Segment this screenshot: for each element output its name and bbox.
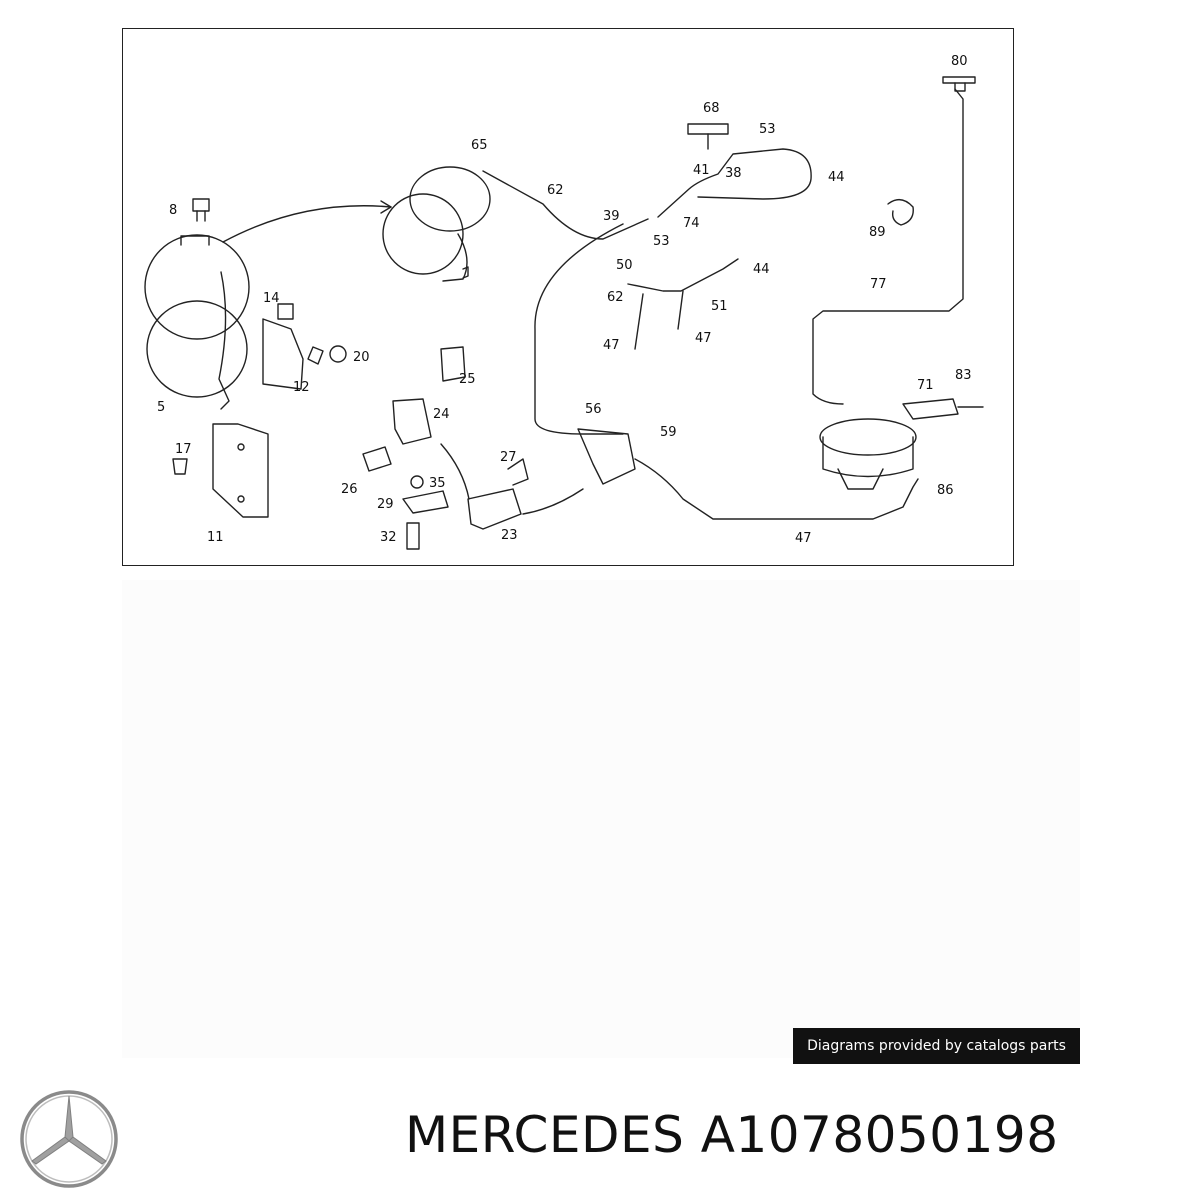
part-label: 47 — [795, 531, 812, 546]
part-labels: 8 5 14 12 20 17 11 65 62 39 53 74 50 68 … — [157, 54, 972, 546]
part-number: A1078050198 — [700, 1106, 1059, 1164]
part-label: 83 — [955, 368, 972, 383]
part-label: 35 — [429, 476, 446, 491]
vacuum-unit — [819, 418, 917, 490]
part-label: 68 — [703, 101, 720, 116]
part-title: MERCEDES A1078050198 — [405, 1110, 1059, 1160]
diagram-lower-area — [122, 580, 1080, 1058]
part-label: 41 — [693, 163, 710, 178]
part-label: 25 — [459, 372, 476, 387]
part-label: 65 — [471, 138, 488, 153]
part-label: 53 — [759, 122, 776, 137]
brand-name: MERCEDES — [405, 1106, 685, 1164]
part-label: 29 — [377, 497, 394, 512]
part-label: 8 — [169, 203, 177, 218]
part-label: 44 — [828, 170, 845, 185]
part-label: 62 — [607, 290, 624, 305]
part-label: 51 — [711, 299, 728, 314]
part-label: 62 — [547, 183, 564, 198]
part-label: 59 — [660, 425, 677, 440]
part-label: 17 — [175, 442, 192, 457]
part-label: 32 — [380, 530, 397, 545]
part-label: 47 — [603, 338, 620, 353]
part-label: 44 — [753, 262, 770, 277]
cap-part — [192, 198, 210, 222]
part-label: 11 — [207, 530, 224, 545]
part-label: 71 — [917, 378, 934, 393]
part-label: 20 — [353, 350, 370, 365]
part-label: 39 — [603, 209, 620, 224]
part-label: 89 — [869, 225, 886, 240]
part-label: 74 — [683, 216, 700, 231]
part-label: 27 — [500, 450, 517, 465]
part-label: 5 — [157, 400, 165, 415]
credit-text: Diagrams provided by catalogs parts — [807, 1038, 1066, 1054]
upper-accumulator — [382, 166, 491, 282]
credit-badge: Diagrams provided by catalogs parts — [793, 1028, 1080, 1064]
part-label: 53 — [653, 234, 670, 249]
part-label: 86 — [937, 483, 954, 498]
part-label: 26 — [341, 482, 358, 497]
part-label: 47 — [695, 331, 712, 346]
diagram-drawing: 8 5 14 12 20 17 11 65 62 39 53 74 50 68 … — [144, 54, 984, 550]
part-label: 56 — [585, 402, 602, 417]
part-label: 12 — [293, 380, 310, 395]
part-label: 38 — [725, 166, 742, 181]
part-label: 24 — [433, 407, 450, 422]
mercedes-star-icon — [20, 1090, 118, 1188]
part-label: 50 — [616, 258, 633, 273]
part-label: 14 — [263, 291, 280, 306]
part-label: 80 — [951, 54, 968, 69]
accumulator-sphere — [144, 234, 250, 410]
parts-diagram: 8 5 14 12 20 17 11 65 62 39 53 74 50 68 … — [122, 28, 1014, 566]
part-label: 77 — [870, 277, 887, 292]
part-label: 23 — [501, 528, 518, 543]
